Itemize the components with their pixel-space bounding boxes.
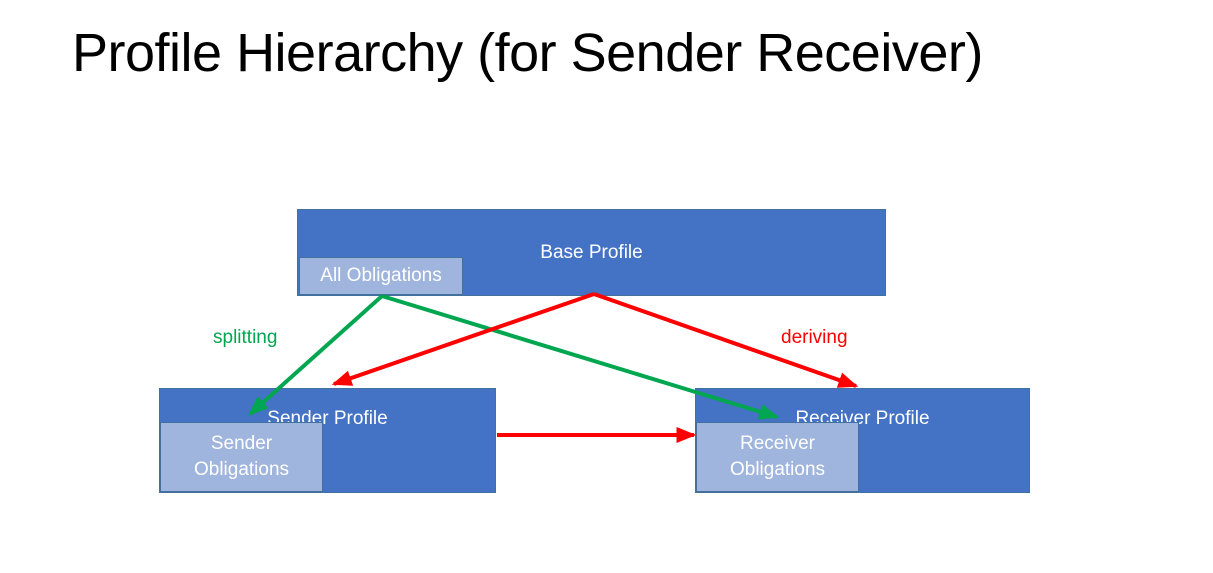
edge-label-splitting: splitting — [213, 327, 278, 348]
sender-obligations-line2: Obligations — [193, 459, 290, 480]
receiver-obligations-line1: Receiver — [740, 433, 815, 454]
sender-obligations-line1: Sender — [210, 433, 273, 454]
edge-deriving-to-sender — [331, 292, 595, 386]
receiver-obligations-box[interactable]: Receiver Obligations — [696, 422, 859, 492]
all-obligations-box[interactable]: All Obligations — [299, 257, 463, 295]
page-title: Profile Hierarchy (for Sender Receiver) — [72, 23, 983, 83]
sender-obligations-box[interactable]: Sender Obligations — [160, 422, 323, 492]
sender-obligations-label: Sender Obligations — [194, 431, 289, 483]
edge-label-deriving: deriving — [781, 327, 848, 348]
base-profile-title: Base Profile — [540, 242, 643, 263]
receiver-obligations-line2: Obligations — [729, 459, 826, 480]
receiver-obligations-label: Receiver Obligations — [730, 431, 825, 483]
